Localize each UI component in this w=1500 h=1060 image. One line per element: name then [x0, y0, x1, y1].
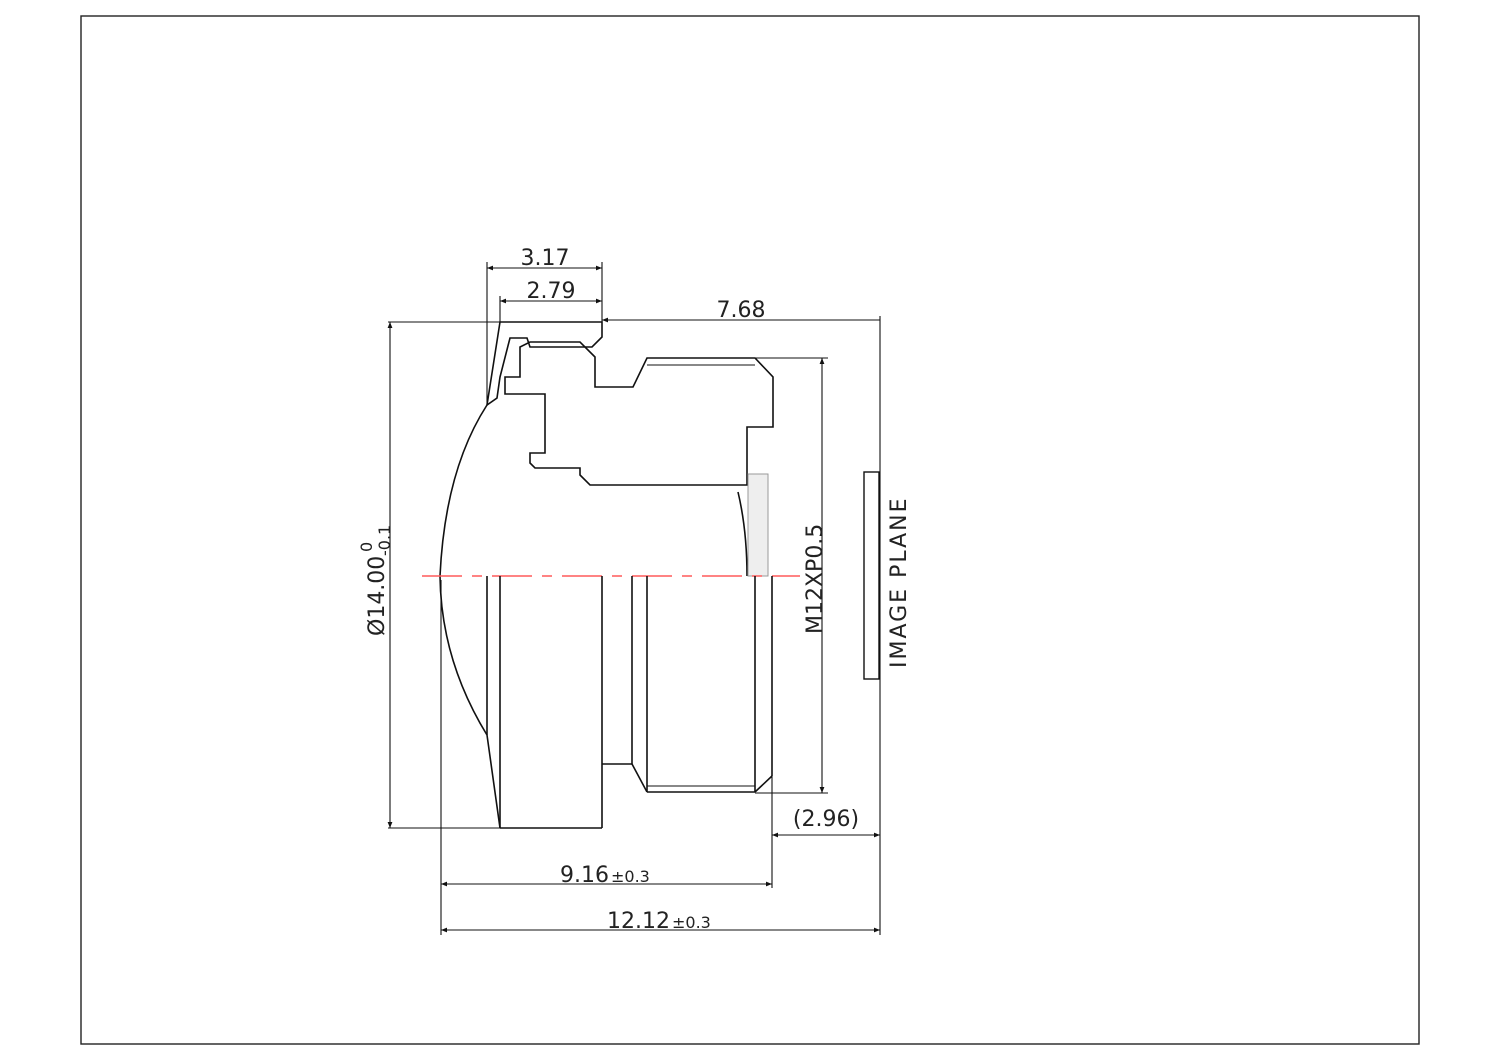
extension-lines: [388, 262, 881, 935]
dim-9-16: 9.16: [560, 863, 609, 888]
dim-diameter: Ø14.00: [365, 556, 390, 636]
dim-diameter-lower-tol: -0.1: [375, 525, 394, 556]
drawing-frame: [80, 15, 1420, 1045]
diameter-label: Ø14.00 0 -0.1: [357, 525, 394, 636]
dim-diameter-upper-tol: 0: [357, 542, 376, 552]
dim-9-16-tol: ±0.3: [611, 867, 650, 886]
image-plane: [863, 471, 880, 680]
ir-filter: [747, 473, 769, 577]
dim-12-12: 12.12: [607, 909, 670, 934]
retaining-ring: [485, 321, 603, 407]
lower-outline: [486, 576, 773, 829]
image-plane-label: IMAGE PLANE: [887, 496, 912, 668]
dim-2-79: 2.79: [527, 279, 576, 304]
thread-label: M12XP0.5: [803, 524, 828, 634]
dim-3-17: 3.17: [521, 246, 570, 271]
dimension-lines: [387, 265, 880, 933]
dim-back-focal: (2.96): [793, 807, 859, 832]
front-lens-surface: [439, 404, 501, 829]
dim-12-12-tol: ±0.3: [672, 913, 711, 932]
rear-lens-surface: [737, 491, 748, 577]
lens-barrel: [504, 341, 774, 486]
dim-7-68: 7.68: [717, 298, 766, 323]
barrel-inner-line: [530, 346, 755, 366]
